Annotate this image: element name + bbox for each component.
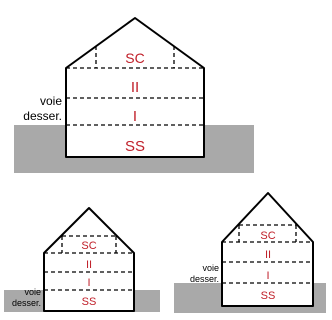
bottom-left-floor-i: I	[87, 277, 90, 289]
top-section: SC II I SS voie desser.	[14, 17, 254, 173]
top-road-label-1: voie	[40, 94, 62, 108]
top-floor-i: I	[133, 108, 137, 125]
bottom-left-floor-ii: II	[86, 259, 92, 271]
bottom-right-floor-i: I	[266, 270, 269, 282]
top-floor-ss: SS	[125, 138, 145, 155]
top-attic-walls	[95, 46, 175, 68]
top-road-label-2: desser.	[23, 109, 62, 123]
top-floor-sc: SC	[125, 50, 144, 66]
bottom-left-floor-sc: SC	[81, 240, 96, 252]
top-building	[65, 17, 205, 158]
bottom-right-floor-ii: II	[265, 249, 271, 261]
bottom-left-building	[43, 207, 135, 312]
bottom-right-road-label-2: desser.	[190, 274, 219, 284]
bottom-left-road-label-1: voie	[24, 287, 41, 297]
bottom-left-floor-ss: SS	[82, 296, 97, 308]
bottom-right-section: SC II I SS voie desser.	[174, 192, 326, 313]
bottom-left-section: SC II I SS voie desser.	[4, 207, 160, 312]
bottom-right-floor-sc: SC	[260, 230, 275, 242]
bottom-left-attic	[61, 235, 117, 253]
bottom-left-road-label-2: desser.	[12, 298, 41, 308]
bottom-right-building	[221, 192, 314, 307]
bottom-right-attic	[238, 224, 297, 242]
top-floor-ii: II	[131, 79, 139, 96]
bottom-right-road-label-1: voie	[202, 263, 219, 273]
bottom-right-floor-ss: SS	[261, 290, 276, 302]
